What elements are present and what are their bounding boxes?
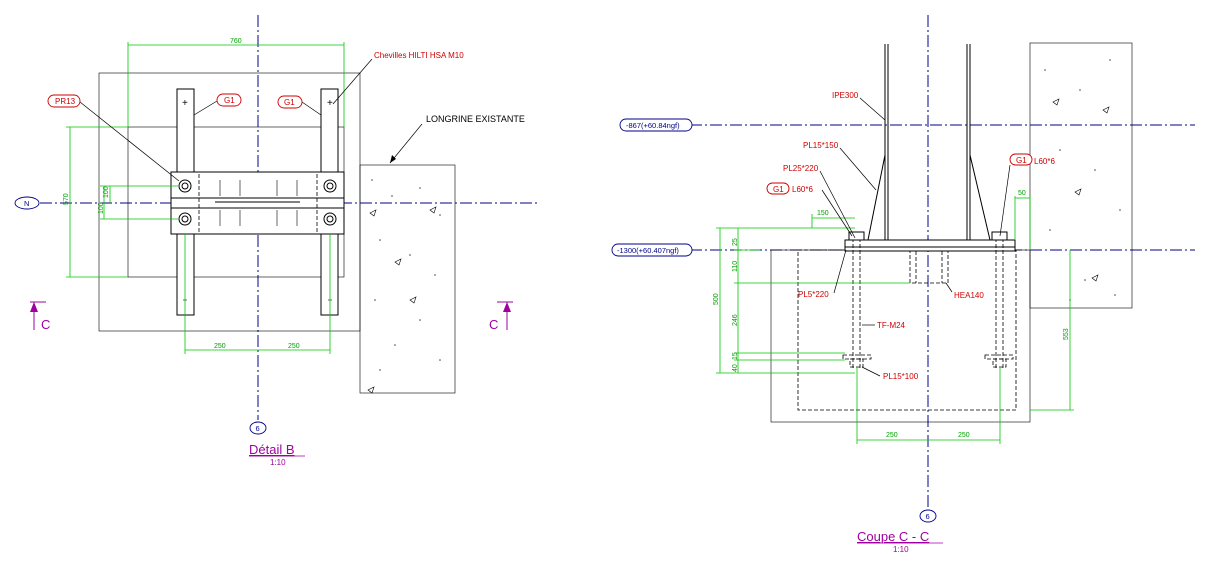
dim-40: 40 xyxy=(732,364,739,372)
title-detail-b: Détail B xyxy=(249,442,295,457)
dim-760: 760 xyxy=(230,38,242,45)
label-longrine-existante: LONGRINE EXISTANTE xyxy=(426,114,525,124)
dim-25: 25 xyxy=(732,238,739,246)
svg-text:+: + xyxy=(327,98,333,109)
dim-500: 500 xyxy=(713,293,720,305)
dim-150: 150 xyxy=(817,210,829,217)
section-marker-right: C xyxy=(489,301,513,332)
existing-concrete-wall xyxy=(1029,42,1133,309)
dim-15: 15 xyxy=(732,352,739,360)
scale-coupe-cc: 1:10 xyxy=(893,545,909,554)
label-g1-coupe-left: G1 xyxy=(773,185,784,194)
label-pl15-150: PL15*150 xyxy=(803,141,839,150)
label-chevilles: Chevilles HILTI HSA M10 xyxy=(374,51,464,60)
svg-text:+: + xyxy=(182,98,188,109)
label-pr13: PR13 xyxy=(55,97,76,106)
coupe-cc: 500 25 110 246 15 40 150 50 553 250 250 … xyxy=(611,15,1195,554)
section-label-right: C xyxy=(489,317,498,332)
label-g1-coupe-right: G1 xyxy=(1016,156,1027,165)
label-ipe300: IPE300 xyxy=(832,91,859,100)
dim-250-coupe-left: 250 xyxy=(886,432,898,439)
axis-n-label: N xyxy=(24,199,29,208)
dim-50: 50 xyxy=(1018,190,1026,197)
level-upper: -867(+60.84ngf) xyxy=(626,121,680,130)
title-coupe-cc: Coupe C - C xyxy=(857,529,929,544)
level-lower: -1300(+60.407ngf) xyxy=(617,246,679,255)
scale-detail-b: 1:10 xyxy=(270,458,286,467)
anchor-bolts: + + xyxy=(178,98,337,301)
label-pl25-220: PL25*220 xyxy=(783,164,819,173)
axis-bubble-6-right xyxy=(919,509,937,523)
tag-g1-right xyxy=(277,95,303,109)
label-l60-left: L60*6 xyxy=(792,185,813,194)
grout-plate xyxy=(844,246,1016,252)
tag-pr13 xyxy=(47,94,81,108)
label-tf-m24: TF-M24 xyxy=(877,321,906,330)
footing-section xyxy=(770,249,1031,423)
hea140-shear-key xyxy=(909,250,949,284)
tf-m24-bolts xyxy=(842,231,1014,370)
tag-g1-coupe-left xyxy=(766,182,790,195)
label-pl15-100: PL15*100 xyxy=(883,372,919,381)
axis-6-label-right: 6 xyxy=(926,512,930,521)
stiffener-marks xyxy=(219,180,298,226)
concrete-hatch-left xyxy=(367,179,441,394)
dim-570: 570 xyxy=(63,193,70,205)
section-marker-left: C xyxy=(30,301,50,332)
dim-250-coupe-right: 250 xyxy=(958,432,970,439)
dim-553: 553 xyxy=(1063,328,1070,340)
label-g1-left: G1 xyxy=(224,96,235,105)
axis-bubble-6-left xyxy=(249,421,267,435)
existing-longrine xyxy=(359,164,456,394)
dim-100-b: 100 xyxy=(98,202,105,214)
detail-b: + + 760 570 100 100 250 250 PR13 G1 xyxy=(14,15,540,467)
label-hea140: HEA140 xyxy=(954,291,984,300)
tag-g1-coupe-right xyxy=(1009,153,1033,166)
axis-6-label-left: 6 xyxy=(256,424,260,433)
footing-hidden xyxy=(797,249,1017,411)
dim-110: 110 xyxy=(732,261,739,272)
section-label-left: C xyxy=(41,317,50,332)
dim-246: 246 xyxy=(732,314,739,326)
base-plate-section xyxy=(844,239,1016,248)
level-tag-upper xyxy=(619,118,693,132)
concrete-hatch-right xyxy=(1044,59,1121,301)
dim-250-left: 250 xyxy=(214,343,226,350)
label-l60-right: L60*6 xyxy=(1034,157,1055,166)
label-pl5-220: PL5*220 xyxy=(798,290,829,299)
label-g1-right: G1 xyxy=(284,98,295,107)
level-tag-lower xyxy=(611,243,693,257)
base-plate xyxy=(170,171,345,235)
dim-250-right: 250 xyxy=(288,343,300,350)
axis-bubble-n xyxy=(14,196,40,210)
tag-g1-left xyxy=(216,93,242,107)
dim-100-a: 100 xyxy=(103,186,110,198)
